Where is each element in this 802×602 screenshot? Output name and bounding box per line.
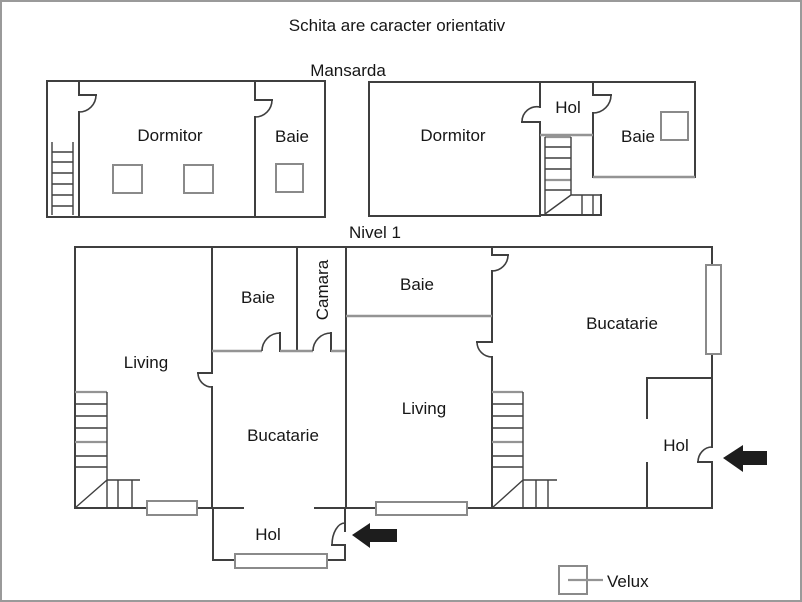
nivel1-light-walls <box>212 314 492 353</box>
room-label-bucatarie: Bucatarie <box>247 426 319 445</box>
room-label-hol: Hol <box>555 98 581 117</box>
door-swing-arcs <box>521 94 612 123</box>
nivel1-floor-label: Nivel 1 <box>349 223 401 242</box>
velux-window-icon <box>112 164 143 194</box>
mansarda-floor-label: Mansarda <box>310 61 386 80</box>
mansarda-right-walls <box>368 81 696 217</box>
room-label-baie: Baie <box>621 127 655 146</box>
stair-treads-light <box>75 390 107 444</box>
window-icon <box>146 500 198 516</box>
staircase-right-icon <box>491 390 557 509</box>
entrance-arrow-icon <box>352 523 397 548</box>
entrance-arrow-icon <box>723 445 767 472</box>
room-label-living: Living <box>402 399 446 418</box>
mansarda-left-unit: Dormitor Baie <box>46 80 326 218</box>
mansarda-right-unit: Dormitor Hol Baie <box>368 81 696 217</box>
velux-window-icon <box>275 163 304 193</box>
mansarda-left-walls <box>46 80 326 218</box>
stair-treads-light <box>545 135 571 182</box>
sketch-title: Schita are caracter orientativ <box>289 16 506 35</box>
velux-legend-label: Velux <box>607 572 649 591</box>
room-label-living: Living <box>124 353 168 372</box>
stair-treads-light <box>492 390 523 444</box>
room-label-dormitor: Dormitor <box>137 126 203 145</box>
room-label-baie: Baie <box>275 127 309 146</box>
window-icon <box>234 553 328 569</box>
nivel1-plan: Living Baie Camara Bucatarie Hol Baie Li… <box>74 246 767 569</box>
ladder-icon <box>51 142 74 215</box>
room-label-hol: Hol <box>255 525 281 544</box>
velux-window-icon <box>183 164 214 194</box>
mansarda-right-light-walls <box>540 133 695 179</box>
room-label-baie: Baie <box>400 275 434 294</box>
room-label-hol: Hol <box>663 436 689 455</box>
door-swing-arcs <box>78 94 273 118</box>
staircase-left-icon <box>74 390 140 509</box>
room-label-camara: Camara <box>313 259 332 320</box>
velux-legend: Velux <box>558 565 649 595</box>
room-label-baie: Baie <box>241 288 275 307</box>
stair-treads <box>491 392 557 509</box>
stair-treads <box>74 392 140 509</box>
room-label-bucatarie: Bucatarie <box>586 314 658 333</box>
velux-window-icon <box>660 111 689 141</box>
staircase-icon <box>544 137 601 215</box>
room-label-dormitor: Dormitor <box>420 126 486 145</box>
window-icon <box>375 501 468 516</box>
door-swing-arcs <box>197 254 713 546</box>
window-icon <box>705 264 722 355</box>
nivel1-walls <box>74 246 713 561</box>
